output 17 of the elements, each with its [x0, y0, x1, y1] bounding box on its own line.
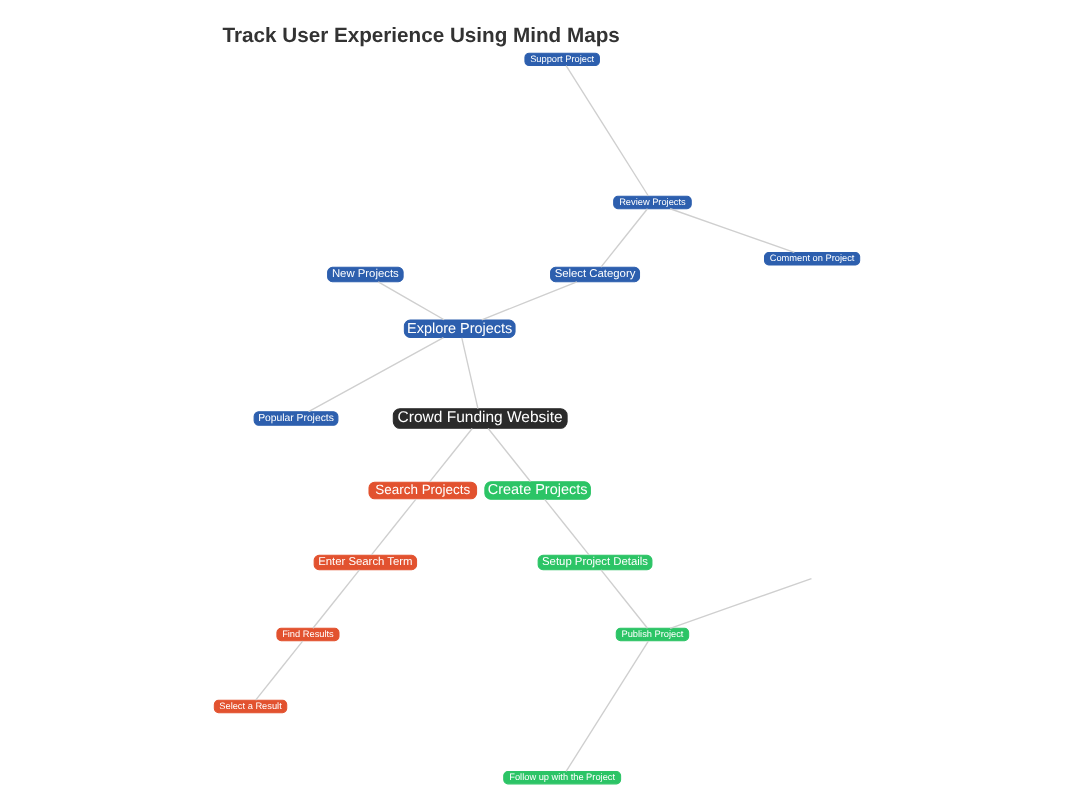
connector: [254, 639, 303, 700]
connector: [668, 576, 812, 628]
connector: [460, 336, 478, 409]
connector: [543, 497, 589, 555]
diagram-title: Track User Experience Using Mind Maps: [221, 24, 619, 47]
connector: [599, 568, 648, 628]
connector: [306, 336, 444, 412]
connector: [311, 568, 360, 628]
connector: [564, 639, 648, 772]
connector: [480, 280, 577, 320]
connector: [427, 426, 472, 482]
connector: [599, 207, 648, 267]
connector: [369, 497, 416, 555]
connector: [376, 280, 444, 320]
connector: [564, 63, 648, 196]
connector: [486, 426, 531, 482]
connector: [668, 207, 794, 253]
